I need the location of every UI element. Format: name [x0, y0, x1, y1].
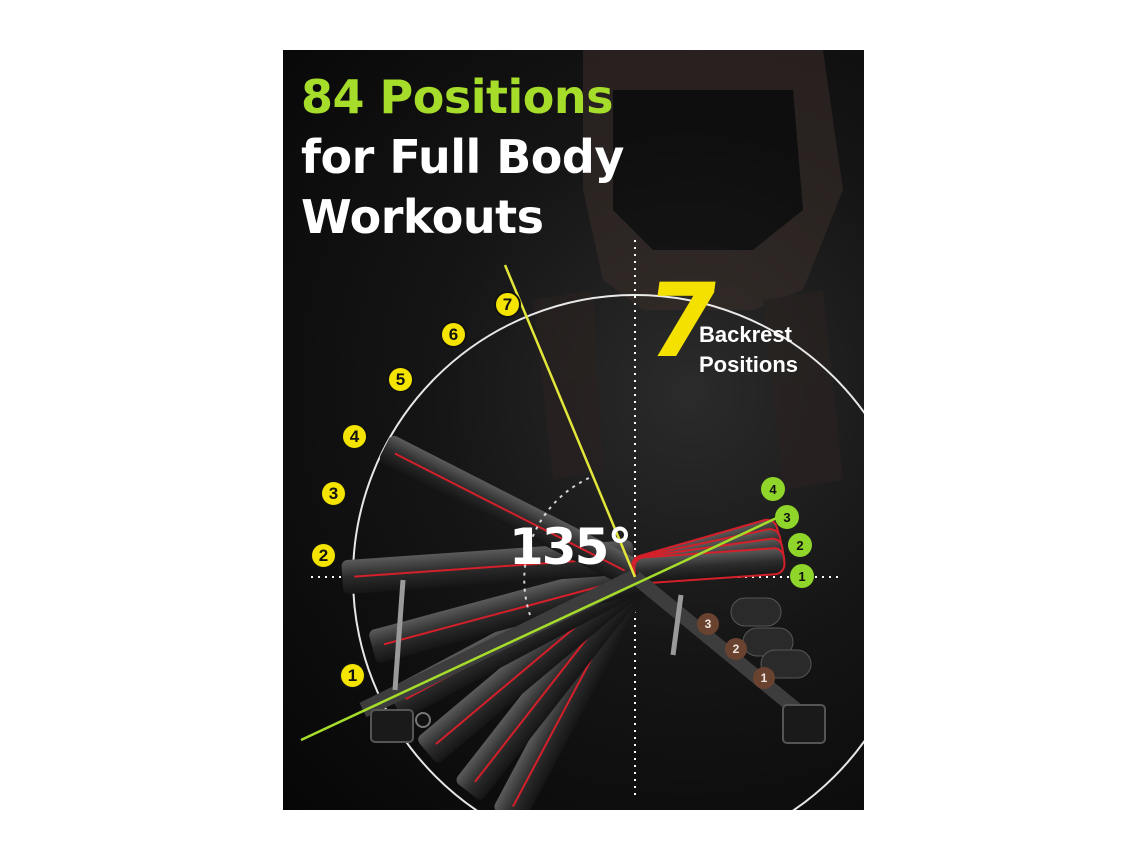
headline-accent: 84 Positions	[301, 70, 613, 124]
backrest-badge: 3	[320, 480, 347, 507]
seat-badge: 1	[790, 564, 814, 588]
leg-rollers	[730, 597, 812, 679]
backrest-badge: 7	[494, 291, 521, 318]
bench-illustration	[300, 50, 864, 810]
leg-roller-badge: 2	[725, 638, 747, 660]
angle-arc-inner	[523, 477, 590, 616]
positions-label: Positions	[699, 352, 799, 377]
upright-angle-line	[503, 264, 637, 578]
product-image-panel: 84 Positions for Full Body Workouts 7 Ba…	[283, 50, 864, 810]
backrest-badge: 2	[310, 542, 337, 569]
backrest-badge: 4	[341, 423, 368, 450]
backrest-badge: 1	[339, 662, 366, 689]
backrest-badge: 6	[440, 321, 467, 348]
seat-badge: 4	[761, 477, 785, 501]
backrest-pads	[341, 435, 648, 810]
model-silhouette	[533, 50, 843, 490]
leg-roller-badge: 3	[697, 613, 719, 635]
headline-line-3: Workouts	[301, 190, 544, 244]
backrest-label: Backrest	[699, 322, 792, 347]
backrest-badge: 5	[387, 366, 414, 393]
seat-badge: 3	[775, 505, 799, 529]
seat-badge: 2	[788, 533, 812, 557]
bench-frame	[359, 569, 826, 744]
incline-angle-line	[300, 513, 784, 742]
leg-roller-badge: 1	[753, 667, 775, 689]
headline-line-2: for Full Body	[301, 130, 624, 184]
angle-label: 135°	[509, 518, 632, 576]
